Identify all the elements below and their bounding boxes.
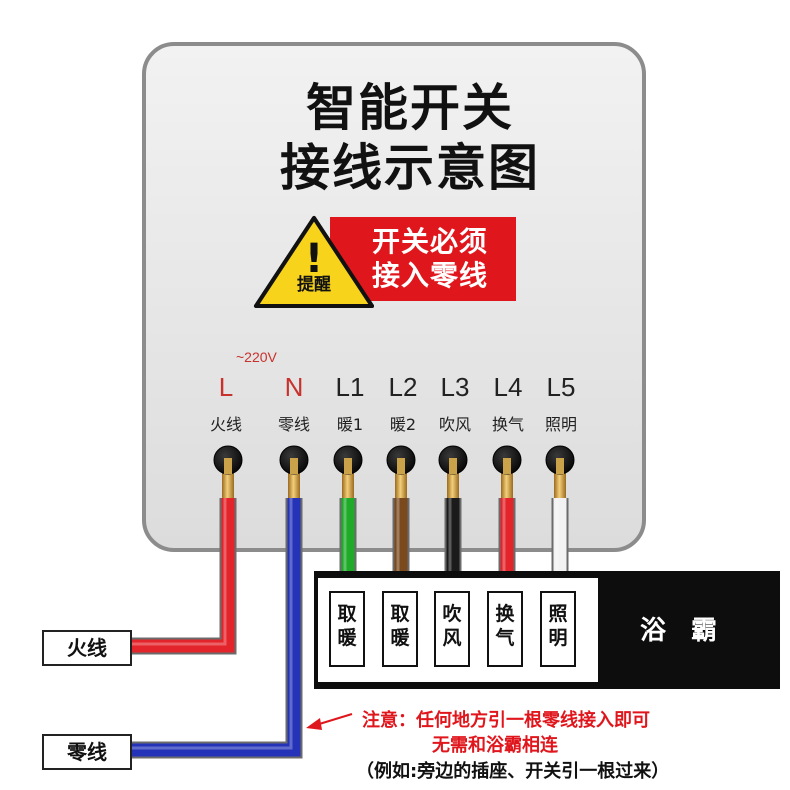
- terminal-letter-l5: L5: [546, 372, 576, 402]
- terminal-label-neutral: 零线: [277, 415, 310, 434]
- terminal-label-vent: 换气: [491, 415, 524, 434]
- note-line-1: 注意：任何地方引一根零线接入即可: [362, 710, 650, 731]
- live-wire-label: 火线: [42, 630, 132, 666]
- bath-heater-label: 浴 霸: [640, 616, 726, 646]
- title-line-2: 接线示意图: [280, 139, 540, 197]
- load-box-heat-2: [382, 591, 418, 667]
- terminal-label-blow: 吹风: [438, 415, 471, 434]
- note-arrow-head: [306, 718, 322, 730]
- wire-highlight-neutral: [125, 496, 293, 750]
- wire-live: [128, 498, 235, 653]
- load-label-heat-1: 取暖: [337, 603, 357, 649]
- brass-conductor-live: [222, 470, 234, 498]
- load-label-vent: 换气: [495, 603, 515, 649]
- load-box-blow: [434, 591, 470, 667]
- warning-banner-line-2: 接入零线: [372, 259, 489, 292]
- load-box-vent: [487, 591, 523, 667]
- warning-label: 提醒: [297, 275, 331, 295]
- terminal-pin-neutral: [290, 458, 298, 474]
- terminal-letter-l4: L4: [493, 372, 523, 402]
- brass-conductor-heat-1: [342, 470, 354, 498]
- terminal-pin-light: [556, 458, 564, 474]
- brass-conductor-light: [554, 470, 566, 498]
- terminal-letter-l3: L3: [440, 372, 470, 402]
- terminal-letter-l: L: [218, 372, 234, 402]
- terminal-letter-n: N: [284, 372, 304, 402]
- warning-banner-line-1: 开关必须: [372, 225, 489, 258]
- warning-triangle-overlay: [254, 216, 374, 308]
- wire-neutral: [128, 498, 301, 757]
- terminal-group: [213, 445, 575, 498]
- terminal-pin-blow: [449, 458, 457, 474]
- terminal-label-heat-2: 暖2: [389, 415, 417, 434]
- brass-conductor-vent: [501, 470, 513, 498]
- terminal-letter-l1: L1: [335, 372, 365, 402]
- terminal-pin-heat-2: [397, 458, 405, 474]
- voltage-label: ~220V: [236, 349, 277, 365]
- terminal-label-live: 火线: [209, 415, 242, 434]
- terminal-label-light: 照明: [544, 415, 577, 434]
- load-box-light: [540, 591, 576, 667]
- note-line-2: 无需和浴霸相连: [432, 735, 558, 756]
- neutral-wire-label: 零线: [42, 734, 132, 770]
- brass-conductor-heat-2: [395, 470, 407, 498]
- wire-highlight-live: [125, 496, 227, 646]
- terminal-label-heat-1: 暖1: [336, 415, 364, 434]
- note-arrow-line: [315, 713, 353, 726]
- terminal-letter-l2: L2: [388, 372, 418, 402]
- load-box-group: [329, 591, 576, 667]
- warning-exclamation-mark: !: [305, 236, 323, 282]
- load-box-heat-1: [329, 591, 365, 667]
- brass-conductor-neutral: [288, 470, 300, 498]
- load-label-light: 照明: [548, 603, 568, 649]
- terminal-pin-vent: [503, 458, 511, 474]
- note-line-3: （例如:旁边的插座、开关引一根过来）: [356, 761, 670, 782]
- terminal-pin-heat-1: [344, 458, 352, 474]
- title-line-1: 智能开关: [306, 79, 514, 137]
- brass-conductor-blow: [447, 470, 459, 498]
- load-label-heat-2: 取暖: [390, 603, 410, 649]
- load-label-blow: 吹风: [442, 603, 462, 649]
- terminal-pin-live: [224, 458, 232, 474]
